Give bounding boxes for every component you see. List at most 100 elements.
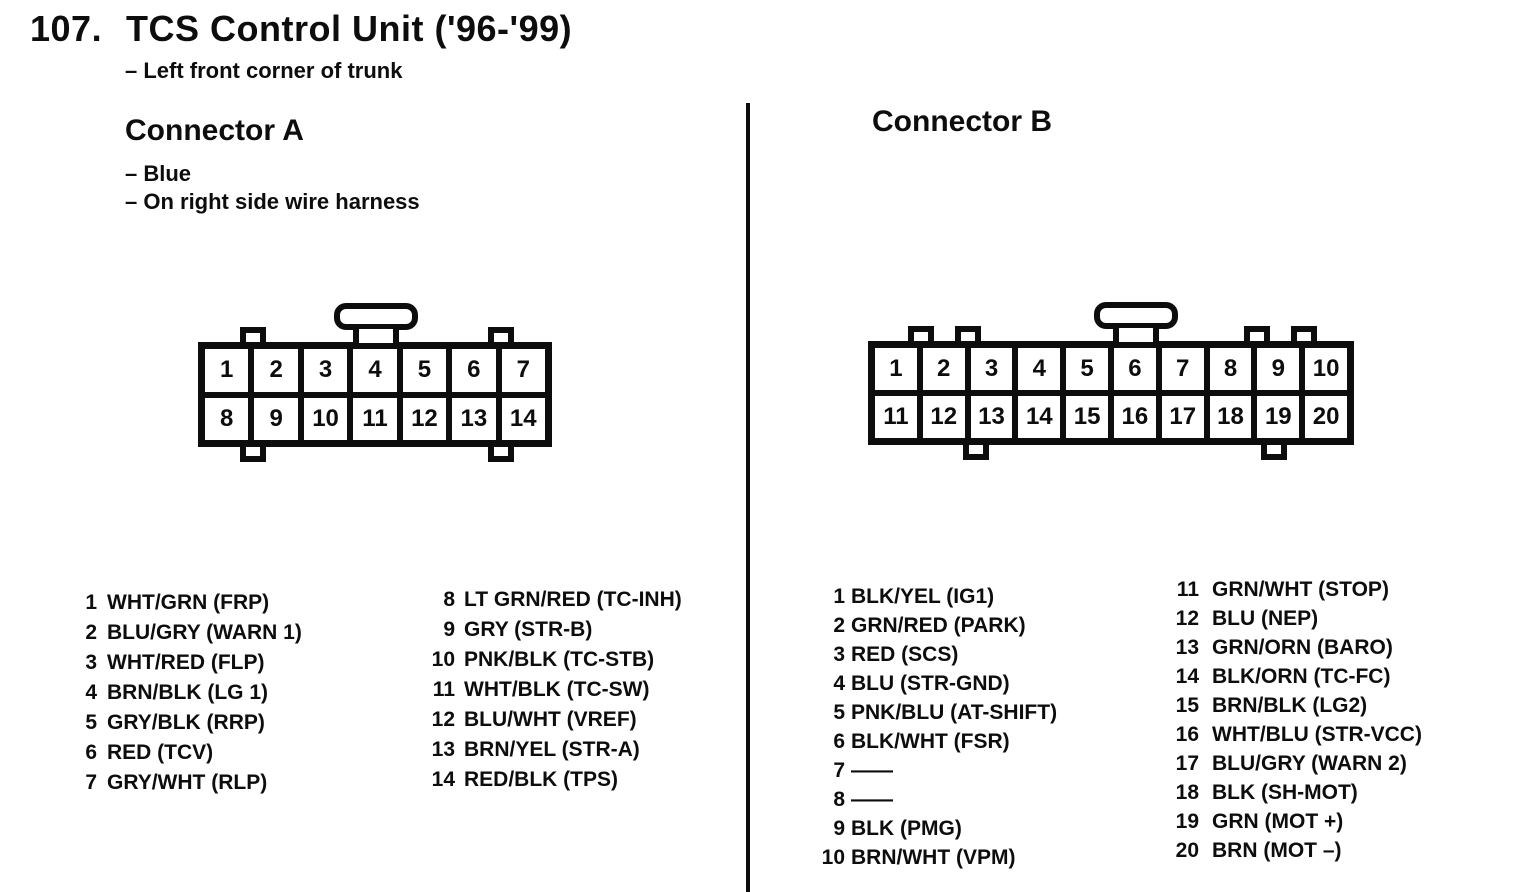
- connector-a-pin-cell: 2: [254, 349, 298, 392]
- pin-wire-label: GRN/WHT (STOP): [1212, 578, 1389, 601]
- pin-wire-label: BLU (NEP): [1212, 607, 1319, 630]
- pin-wire-label: BLK/ORN (TC-FC): [1212, 665, 1391, 688]
- connector-a-pin-cell: 11: [353, 397, 397, 440]
- pin-list-row: 9 BLK (PMG): [810, 814, 1057, 843]
- page-title: 107.TCS Control Unit ('96-'99): [30, 8, 572, 50]
- connector-b-index-tab-bottom-right: [1261, 445, 1287, 460]
- pin-wire-label: BLU/WHT (VREF): [464, 708, 637, 731]
- connector-a-note: – Blue: [125, 161, 192, 186]
- section-divider: [746, 103, 750, 892]
- pin-number: 2: [833, 614, 845, 637]
- connector-b-pin-cell: 14: [1018, 396, 1061, 438]
- pin-number: 17: [1175, 752, 1199, 775]
- pin-wire-label: WHT/GRN (FRP): [107, 591, 270, 614]
- pin-number: 3: [85, 651, 97, 674]
- pin-number: 15: [1175, 694, 1199, 717]
- pin-wire-label: BRN/WHT (VPM): [851, 846, 1016, 869]
- connector-b-index-tab-bottom-left: [963, 445, 989, 460]
- pin-number: 12: [431, 708, 455, 731]
- pin-list-row: 4 BLU (STR-GND): [810, 669, 1057, 698]
- pin-number: 7: [85, 771, 97, 794]
- connector-a-index-tab-top-right: [488, 327, 514, 342]
- connector-a-pin-cell: 10: [303, 397, 348, 440]
- pin-list-row: 5 GRY/BLK (RRP): [75, 708, 302, 738]
- pin-wire-label: WHT/RED (FLP): [107, 651, 265, 674]
- pin-wire-label: WHT/BLU (STR-VCC): [1212, 723, 1422, 746]
- connector-a-pin-cell: 6: [452, 349, 496, 392]
- connector-b-pin-cell: 1: [875, 348, 917, 390]
- pin-wire-label: PNK/BLU (AT-SHIFT): [851, 701, 1058, 724]
- pin-wire-label: GRY (STR-B): [464, 618, 593, 641]
- pin-list-row: 17 BLU/GRY (WARN 2): [1170, 749, 1422, 778]
- connector-b-latch-neck: [1113, 328, 1159, 342]
- pin-wire-label: BLU/GRY (WARN 2): [1212, 752, 1407, 775]
- pin-number: 1: [833, 585, 845, 608]
- pin-wire-label: PNK/BLK (TC-STB): [464, 648, 655, 671]
- connector-b-pin-cell: 4: [1018, 348, 1061, 390]
- connector-b-pin-cell: 2: [922, 348, 965, 390]
- pin-wire-label: BLK/YEL (IG1): [851, 585, 995, 608]
- connector-b-pin-cell: 15: [1066, 396, 1108, 438]
- connector-b-pin-cell: 10: [1305, 348, 1347, 390]
- pin-number: 7: [833, 759, 845, 782]
- pin-number: 11: [1176, 578, 1199, 601]
- connector-a-index-tab-bottom-left: [240, 447, 266, 462]
- pin-wire-label: BLK (PMG): [851, 817, 962, 840]
- pin-list-row: 3 WHT/RED (FLP): [75, 648, 302, 678]
- pin-wire-label: BLK/WHT (FSR): [851, 730, 1010, 753]
- connector-a-pin-cell: 7: [501, 349, 545, 392]
- connector-b-latch-cap: [1094, 302, 1178, 329]
- connector-a-pin-cell: 8: [205, 397, 249, 440]
- pin-number: 12: [1175, 607, 1199, 630]
- connector-a-latch-cap: [334, 303, 418, 330]
- pin-number: 13: [1175, 636, 1199, 659]
- pin-number: 5: [85, 711, 97, 734]
- pin-wire-label: RED (TCV): [107, 741, 214, 764]
- pin-wire-label: LT GRN/RED (TC-INH): [464, 588, 682, 611]
- pin-number: 13: [431, 738, 455, 761]
- pin-list-row: 12 BLU/WHT (VREF): [425, 705, 682, 735]
- pin-number: 11: [432, 678, 455, 701]
- page-title-text: TCS Control Unit ('96-'99): [126, 8, 573, 49]
- pin-number: 5: [833, 701, 845, 724]
- pin-list-row: 12 BLU (NEP): [1170, 604, 1422, 633]
- location-note: – Left front corner of trunk: [125, 58, 403, 83]
- pin-number: 10: [821, 846, 845, 869]
- connector-a-pin-cell: 3: [303, 349, 348, 392]
- pin-list-row: 14 RED/BLK (TPS): [425, 765, 682, 795]
- connector-a-pin-cell: 13: [452, 397, 496, 440]
- pin-wire-label: WHT/BLK (TC-SW): [464, 678, 650, 701]
- pin-wire-label: GRY/BLK (RRP): [107, 711, 265, 734]
- connector-a-notes: – Blue– On right side wire harness: [125, 160, 420, 216]
- pin-wire-label: BLU (STR-GND): [851, 672, 1010, 695]
- pin-number: 4: [833, 672, 845, 695]
- pin-wire-label: BLU/GRY (WARN 1): [107, 621, 302, 644]
- connector-b-pin-cell: 7: [1161, 348, 1204, 390]
- pin-number: 18: [1175, 781, 1199, 804]
- pin-wire-label: RED (SCS): [851, 643, 959, 666]
- connector-a-pin-cell: 5: [402, 349, 447, 392]
- pin-wire-label: GRY/WHT (RLP): [107, 771, 268, 794]
- connector-b-pin-cell: 3: [970, 348, 1013, 390]
- pin-number: 9: [833, 817, 845, 840]
- connector-a-pin-cell: 12: [402, 397, 447, 440]
- pin-wire-label: RED/BLK (TPS): [464, 768, 618, 791]
- connector-a-latch-neck: [353, 329, 399, 343]
- pin-list-row: 7——: [810, 756, 1057, 785]
- pin-number: 4: [85, 681, 97, 704]
- pin-number: 14: [431, 768, 455, 791]
- pin-wire-label: BRN/BLK (LG 1): [107, 681, 268, 704]
- pin-wire-label: GRN/RED (PARK): [851, 614, 1026, 637]
- connector-b-index-tab-top-2: [955, 326, 981, 341]
